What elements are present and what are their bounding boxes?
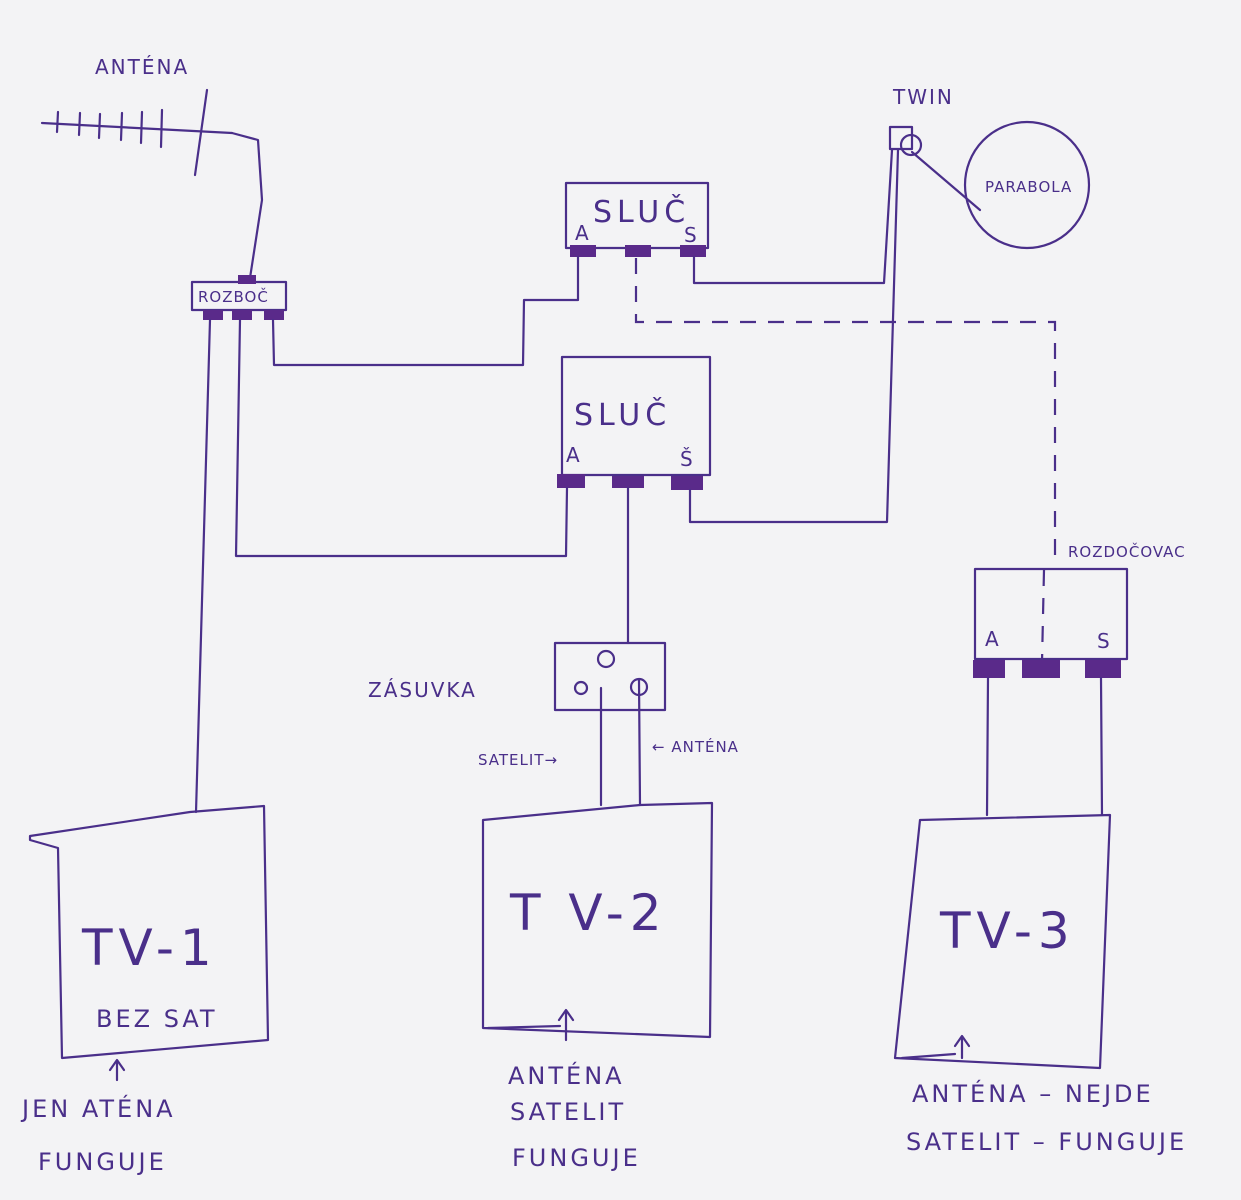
combiner-top-label: SLUČ [593, 193, 690, 230]
tv-2 [481, 801, 714, 1042]
twin-label: TWIN [892, 85, 954, 109]
tv-3-name: TV-3 [939, 902, 1076, 960]
tv-2-name: T V-2 [509, 884, 668, 942]
splitter-rozboc [190, 275, 288, 320]
twin-lnb [888, 125, 982, 212]
combiner-mid-label: SLUČ [574, 396, 671, 433]
combiner-top-port-a: A [575, 221, 591, 245]
combiner-mid [557, 355, 712, 490]
tv-3-note-line1: ANTÉNA – NEJDE [912, 1079, 1154, 1108]
antenna-label: ANTÉNA [95, 55, 189, 79]
combiner-top [564, 181, 710, 257]
tv-1-name: TV-1 [81, 919, 218, 977]
antenna [40, 88, 264, 280]
splitter-rozdocovac-port-s: S [1097, 629, 1112, 653]
parabola-label: PARABOLA [985, 178, 1072, 196]
tv-2-note-line1: ANTÉNA [508, 1061, 625, 1090]
tv-2-note-line3: FUNGUJE [512, 1144, 641, 1172]
tv-1-sub: BEZ SAT [96, 1005, 218, 1033]
splitter-rozdocovac [973, 567, 1129, 817]
cables [194, 148, 1057, 814]
parabola-dish [963, 120, 1091, 250]
tv-1-note-line1: JEN ATÉNA [20, 1094, 176, 1123]
antenna-arrow-label: ← ANTÉNA [652, 737, 739, 756]
tv-1 [28, 804, 270, 1082]
splitter-rozboc-label: ROZBOČ [198, 287, 269, 306]
wall-socket [553, 641, 667, 807]
combiner-mid-port-a: A [566, 443, 582, 467]
combiner-mid-port-s: Š [680, 447, 695, 471]
splitter-rozdocovac-label: ROZDOČOVAC [1068, 542, 1186, 561]
satellite-arrow-label: SATELIT→ [478, 751, 558, 769]
tv-3 [893, 813, 1112, 1070]
splitter-rozdocovac-port-a: A [985, 627, 1001, 651]
tv-2-note-line2: SATELIT [510, 1098, 626, 1126]
combiner-top-port-s: S [684, 223, 699, 247]
tv-1-note-line2: FUNGUJE [38, 1148, 167, 1176]
tv-3-note-line2: SATELIT – FUNGUJE [906, 1128, 1187, 1156]
wall-socket-label: ZÁSUVKA [368, 678, 477, 702]
